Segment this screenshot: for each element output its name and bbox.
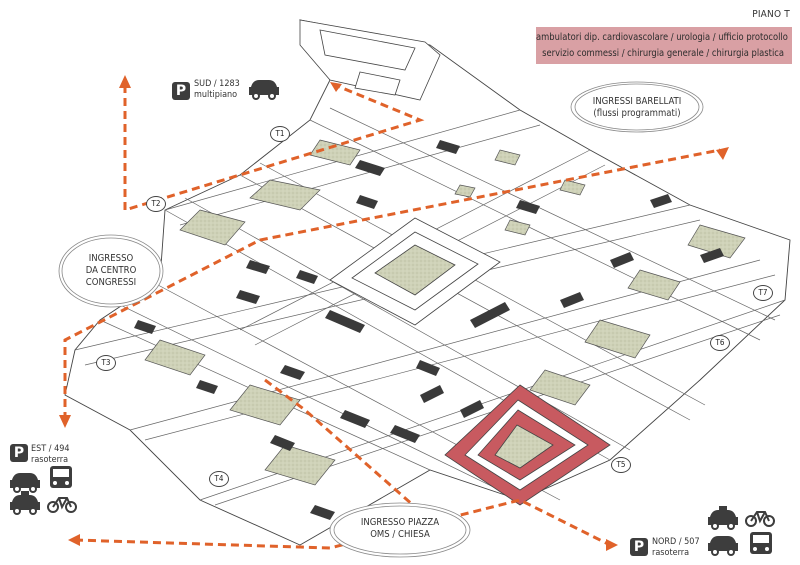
tower-t7-marker: T7 <box>753 285 773 301</box>
courtyards <box>144 139 746 486</box>
tower-t5-marker: T5 <box>611 457 631 473</box>
bicycle-icon <box>47 497 77 513</box>
tower-t4-marker: T4 <box>209 471 229 487</box>
parking-sud-label: SUD / 1283 multipiano <box>194 79 240 100</box>
floor-services-banner: ambulatori dip. cardiovascolare / urolog… <box>536 27 792 64</box>
parking-nord-icon: P <box>630 538 648 556</box>
car-icon <box>708 536 738 556</box>
service-blocks <box>134 140 724 520</box>
north-wing <box>299 19 441 101</box>
bicycle-icon <box>745 511 775 527</box>
entrance-piazza-label: INGRESSO PIAZZA OMS / CHIESA <box>360 517 440 540</box>
car-icon <box>10 473 40 493</box>
parking-est-icon: P <box>10 444 28 462</box>
entrance-congressi-label: INGRESSO DA CENTRO CONGRESSI <box>85 253 137 288</box>
bus-icon <box>750 532 772 554</box>
parking-sud-icon: P <box>172 82 190 100</box>
tower-t1-marker: T1 <box>270 126 290 142</box>
central-atrium <box>329 217 501 326</box>
tower-t3-marker: T3 <box>96 355 116 371</box>
banner-line: servizio commessi / chirurgia generale /… <box>542 48 784 59</box>
banner-line: ambulatori dip. cardiovascolare / urolog… <box>536 32 788 43</box>
entrance-barellati-label: INGRESSI BARELLATI (flussi programmati) <box>592 96 682 119</box>
taxi-icon <box>10 491 40 515</box>
tower-t2-marker: T2 <box>146 196 166 212</box>
taxi-icon <box>708 506 738 530</box>
parking-est-label: EST / 494 rasoterra <box>31 444 70 465</box>
car-icon <box>249 80 279 100</box>
floor-label: PIANO T <box>752 9 790 20</box>
tower-t6-marker: T6 <box>710 335 730 351</box>
parking-nord-label: NORD / 507 rasoterra <box>652 537 700 558</box>
highlighted-ward-t5 <box>444 384 611 506</box>
route-arrowheads <box>59 75 729 551</box>
entrance-bubbles <box>58 81 704 558</box>
bus-icon <box>50 466 72 488</box>
transport-icons <box>10 80 775 556</box>
